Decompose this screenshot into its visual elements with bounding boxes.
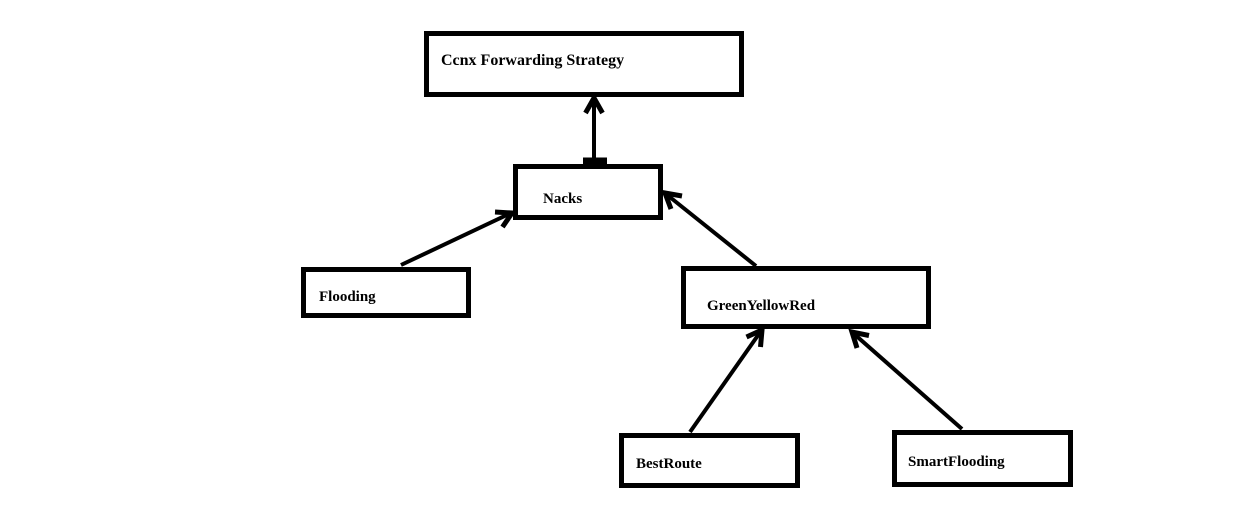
node-greenyellowred-label: GreenYellowRed <box>707 298 816 314</box>
arrow-greenyellowred-to-nacks <box>661 189 758 268</box>
arrow-nacks-to-ccnx <box>583 92 607 165</box>
node-flooding: Flooding <box>301 267 471 318</box>
arrow-bestroute-to-greenyellowred <box>688 325 765 434</box>
node-bestroute-label: BestRoute <box>636 456 702 472</box>
node-ccnx-label: Ccnx Forwarding Strategy <box>441 52 625 69</box>
node-nacks-label: Nacks <box>543 191 583 207</box>
node-greenyellowred: GreenYellowRed <box>681 266 931 329</box>
node-smartflooding-label: SmartFlooding <box>908 454 1005 470</box>
node-ccnx-forwarding-strategy: Ccnx Forwarding Strategy <box>424 31 744 97</box>
node-nacks: Nacks <box>513 164 663 220</box>
node-bestroute: BestRoute <box>619 433 800 488</box>
arrow-smartflooding-to-greenyellowred <box>848 328 964 431</box>
node-flooding-label: Flooding <box>319 289 376 305</box>
arrow-flooding-to-nacks <box>400 209 517 267</box>
node-smartflooding: SmartFlooding <box>892 430 1073 487</box>
